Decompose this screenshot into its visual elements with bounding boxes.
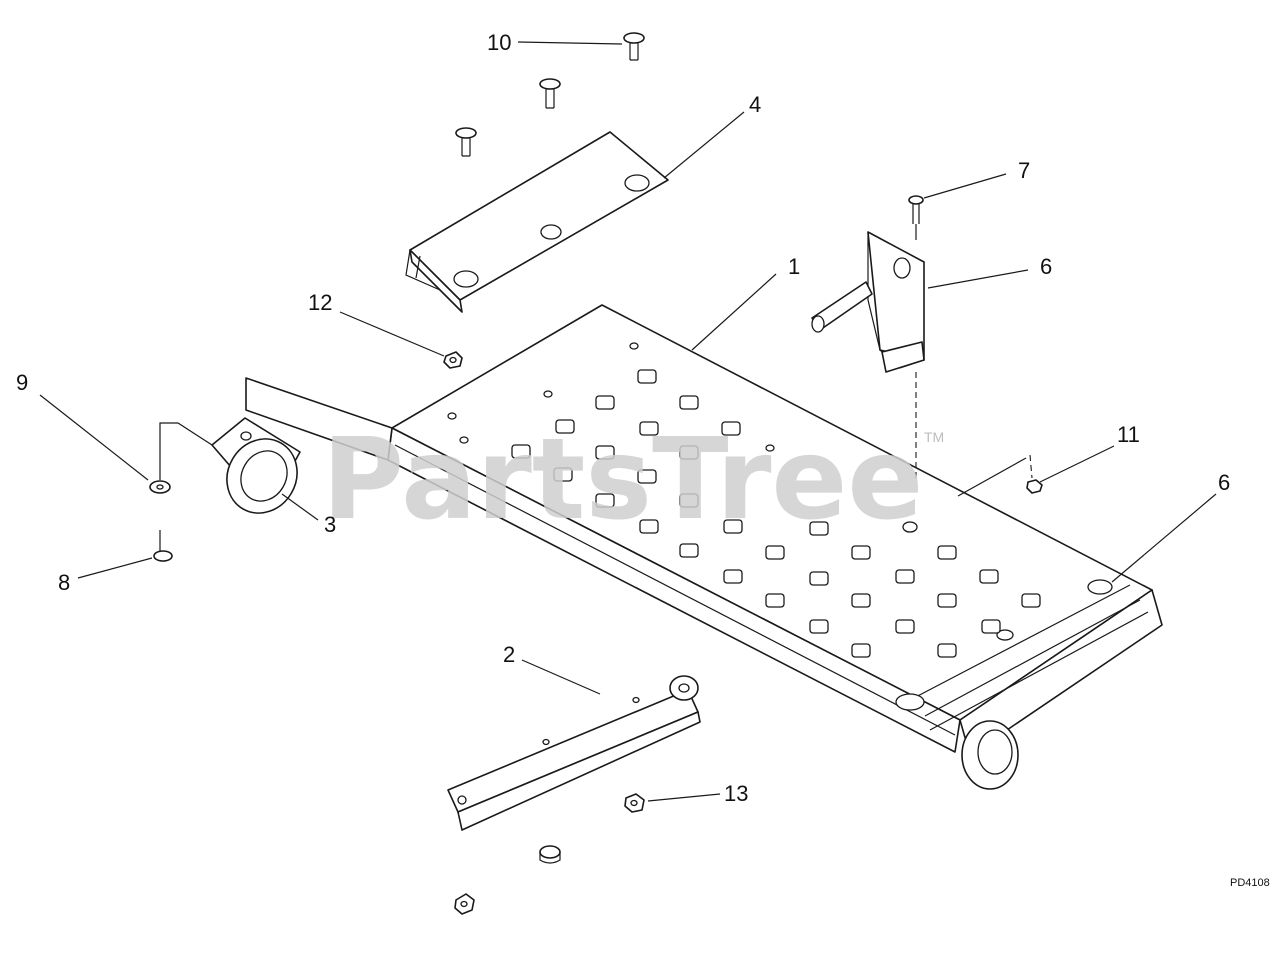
callout-10[interactable]: 10: [487, 30, 511, 55]
latch-bracket[interactable]: [811, 231, 925, 373]
callout-6-hinge[interactable]: 6: [1218, 470, 1230, 495]
trademark-symbol: TM: [924, 429, 944, 445]
callout-12[interactable]: 12: [308, 290, 332, 315]
spacer-bottom[interactable]: [539, 845, 561, 864]
lower-bracket[interactable]: [447, 675, 701, 831]
screw-10b[interactable]: [539, 78, 561, 109]
leader-lines: [39, 41, 1217, 802]
callout-6-latch[interactable]: 6: [1040, 254, 1052, 279]
nut-11[interactable]: [1026, 479, 1043, 494]
callout-11[interactable]: 11: [1117, 422, 1140, 447]
tread-pattern: [511, 369, 1041, 658]
platform-plate[interactable]: [387, 304, 1163, 790]
nut-bottom[interactable]: [454, 893, 475, 915]
callout-8[interactable]: 8: [58, 570, 70, 595]
callout-7[interactable]: 7: [1018, 158, 1030, 183]
washer-9[interactable]: [149, 480, 171, 494]
drawing-code: PD4108: [1230, 877, 1270, 889]
callout-1[interactable]: 1: [788, 254, 800, 279]
screw-10a[interactable]: [623, 32, 645, 61]
roller-spacer[interactable]: [211, 377, 393, 526]
bolt-8[interactable]: [153, 530, 173, 562]
callout-3[interactable]: 3: [324, 512, 336, 537]
callout-13[interactable]: 13: [724, 781, 748, 806]
callout-4[interactable]: 4: [749, 92, 761, 117]
watermark-text: PartsTree: [322, 415, 923, 545]
callout-2[interactable]: 2: [503, 642, 515, 667]
screw-10c[interactable]: [455, 127, 477, 157]
cover-bracket[interactable]: [405, 131, 669, 313]
nut-12[interactable]: [443, 351, 463, 369]
callout-9[interactable]: 9: [16, 370, 28, 395]
assembly-lines: [159, 224, 1033, 497]
bolt-7[interactable]: [908, 195, 924, 224]
nut-13[interactable]: [624, 793, 645, 813]
